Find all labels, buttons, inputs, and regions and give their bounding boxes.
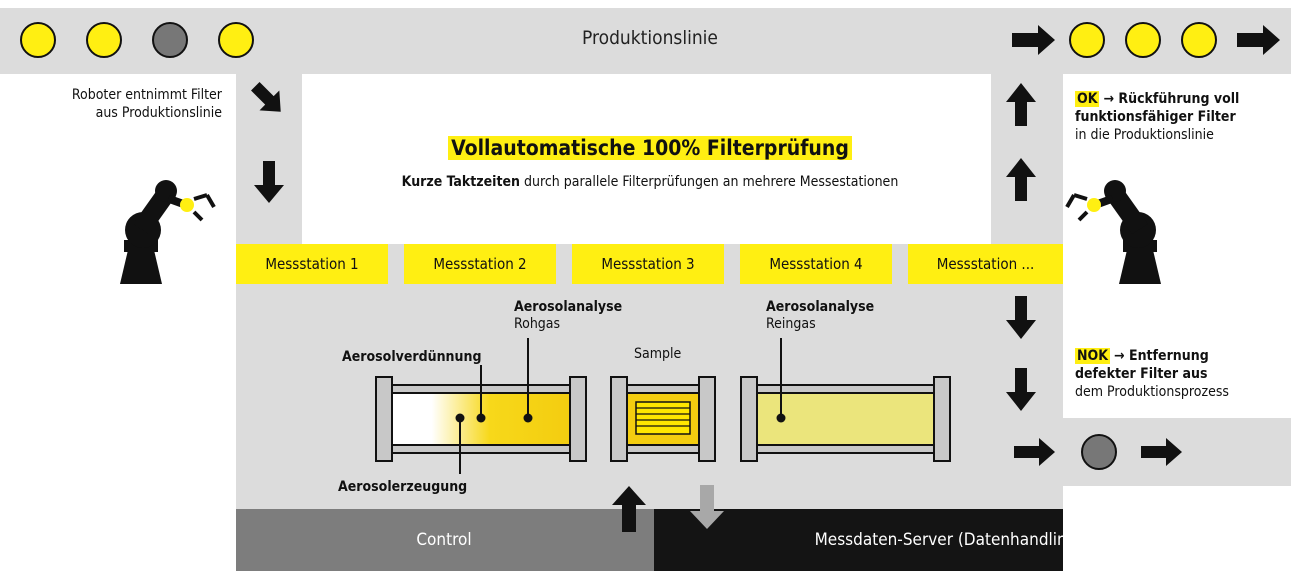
control-label: Control [416,530,472,550]
robot-left-icon [120,180,216,284]
ok-tag: OK [1075,91,1100,107]
ok-info: OK → Rückführung voll funktionsfähiger F… [1075,90,1290,144]
ok-line2: funktionsfähiger Filter [1075,109,1236,125]
server-label: Messdaten-Server (Datenhandling) [814,530,1083,550]
main-title: Vollautomatische 100% Filterprüfung [300,136,1000,160]
ok-filter-circle [86,22,122,58]
station-more: Messstation ... [908,244,1063,284]
ok-filter-circle [218,22,254,58]
label-reingas-line2: Reingas [766,316,816,332]
nok-line2: defekter Filter aus [1075,366,1208,382]
label-aerosolverduennung: Aerosolverdünnung [342,349,481,366]
label-reingas: Aerosolanalyse Reingas [766,299,874,333]
label-aerosolerzeugung: Aerosolerzeugung [338,479,467,496]
production-line-title: Produktionslinie [582,27,718,49]
label-rohgas-line2: Rohgas [514,316,561,332]
label-sample: Sample [634,346,681,363]
control-panel: Control [236,509,654,571]
arrow-down-icon [690,485,724,529]
arrow-up-icon [1006,158,1036,201]
arrow-up-icon [612,486,646,532]
station-2: Messstation 2 [404,244,556,284]
server-panel: Messdaten-Server (Datenhandling) [654,509,1082,571]
arrow-diagonal-down-icon [251,82,281,112]
ok-filter-circle [1181,22,1217,58]
nok-line1: Entfernung [1124,348,1209,364]
main-title-text: Vollautomatische 100% Filterprüfung [448,136,852,160]
pointer-reingas [776,338,786,423]
ok-filter-circle [20,22,56,58]
sample-holder [610,376,716,462]
arrow-right-icon [1141,438,1182,466]
station-1: Messstation 1 [236,244,388,284]
arrow-right-icon [1014,438,1055,466]
station-4: Messstation 4 [740,244,892,284]
label-aerosolverduennung-text: Aerosolverdünnung [342,349,482,365]
label-sample-text: Sample [634,346,682,362]
nok-line3: dem Produktionsprozess [1075,384,1229,400]
ok-arrow: → [1103,91,1115,107]
robot-left-text: Roboter entnimmt Filter aus Produktionsl… [10,86,222,122]
station-3: Messstation 3 [572,244,724,284]
subtitle-rest: durch parallele Filterprüfungen an mehre… [520,174,899,190]
nok-info: NOK → Entfernung defekter Filter aus dem… [1075,347,1290,401]
ok-line1: Rückführung voll [1114,91,1240,107]
main-subtitle: Kurze Taktzeiten durch parallele Filterp… [300,174,1000,190]
arrow-down-icon [254,161,284,203]
robot-left-line2: aus Produktionslinie [95,105,222,121]
nok-arrow: → [1114,348,1125,364]
arrow-right-icon [1237,25,1280,55]
defect-filter-circle [152,22,188,58]
pointer-rohgas [523,338,533,423]
robot-left-line1: Roboter entnimmt Filter [71,87,222,103]
subtitle-bold: Kurze Taktzeiten [401,174,521,190]
label-rohgas-line1: Aerosolanalyse [514,299,623,315]
label-reingas-line1: Aerosolanalyse [766,299,875,315]
ok-filter-circle [1069,22,1105,58]
label-aerosolerzeugung-text: Aerosolerzeugung [338,479,468,495]
pointer-aerosolerzeugung [455,413,465,474]
measurement-area [236,244,1063,509]
ok-line3: in die Produktionslinie [1075,127,1214,143]
label-rohgas: Aerosolanalyse Rohgas [514,299,622,333]
robot-right-icon [1065,180,1161,284]
arrow-down-icon [1006,296,1036,339]
arrow-down-icon [1006,368,1036,411]
pointer-aerosolverduennung [476,365,486,423]
arrow-up-icon [1006,83,1036,126]
reingas-tube [740,376,951,462]
arrow-right-icon [1012,25,1055,55]
ok-filter-circle [1125,22,1161,58]
defect-filter-circle [1081,434,1117,470]
nok-tag: NOK [1075,348,1111,364]
